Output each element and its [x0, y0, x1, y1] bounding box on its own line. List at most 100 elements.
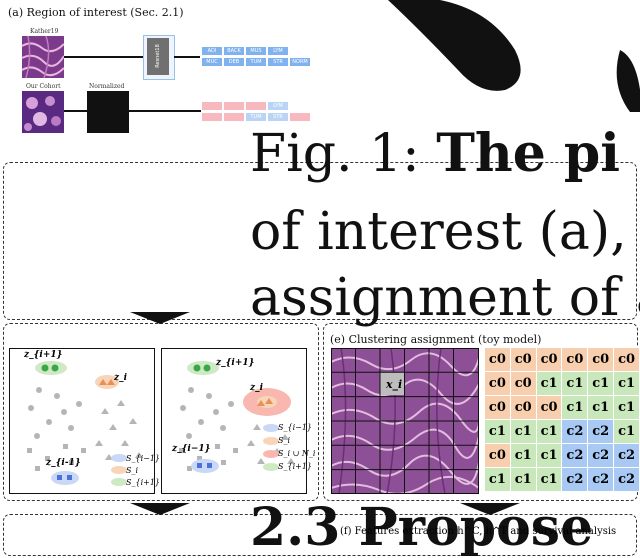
pred-row1-tag [202, 102, 222, 110]
pred-row2-tag [224, 113, 244, 121]
cluster-cell: c1 [509, 443, 537, 468]
overlay-line-2: of interest (a), [250, 202, 627, 262]
cluster-cell: c2 [613, 467, 640, 492]
cluster-cell: c2 [587, 443, 615, 468]
cluster-cell: c1 [484, 419, 511, 444]
cluster-cell: c0 [484, 395, 511, 420]
cluster-cell: c1 [613, 395, 640, 420]
pred-row1-tag [224, 102, 244, 110]
cohort-label: Our Cohort [26, 83, 61, 90]
right-legend-2: S_i [278, 436, 291, 445]
tags-row1-tag: ADI [202, 47, 222, 55]
kather-label: Kather19 [30, 28, 59, 35]
panel-b-frame [3, 162, 637, 320]
tags-row2-tag: STR [268, 58, 288, 66]
flow-arrow-down-2 [130, 503, 190, 515]
resnet18-block: Resnet18 [143, 35, 175, 80]
tags-row1-tag: LYM [268, 47, 288, 55]
section-heading: 2.3 Propose [250, 497, 594, 558]
cluster-cell: c0 [535, 347, 563, 372]
tissue-patch-grid [331, 348, 479, 494]
cluster-cell: c0 [509, 395, 537, 420]
pred-row2-tag: TUM [246, 113, 266, 121]
tags-row1-tag: BACK [224, 47, 244, 55]
panel-f-title: (f) Features extraction h^C, h^T and sur… [340, 526, 617, 537]
cluster-cell: c1 [587, 395, 615, 420]
cluster-cell: c0 [509, 371, 537, 396]
cluster-cell: c1 [535, 443, 563, 468]
pred-row2-tag [290, 113, 310, 121]
connector-line-1 [64, 56, 144, 58]
pred-row1-tag: LYM [268, 102, 288, 110]
cluster-cell: c2 [587, 419, 615, 444]
tags-row2-tag: DEB [224, 58, 244, 66]
left-label-zi+1: z_{i+1} [24, 350, 63, 360]
cluster-cell: c1 [484, 467, 511, 492]
cluster-cell: c2 [613, 443, 640, 468]
tags-row2-tag: MUC [202, 58, 222, 66]
panel-a-title: (a) Region of interest (Sec. 2.1) [8, 6, 184, 19]
cluster-cell: c1 [613, 371, 640, 396]
tags-row2-tag: TUM [246, 58, 266, 66]
panel-e-title: (e) Clustering assignment (toy model) [330, 333, 542, 346]
cluster-cell: c0 [509, 347, 537, 372]
overlay-line-3: assignment of a [250, 268, 640, 328]
cluster-cell: c1 [535, 371, 563, 396]
left-legend-3: S_{i+1} [126, 478, 161, 487]
right-legend-4: S_{i+1} [278, 462, 313, 471]
cluster-cell: c0 [484, 347, 511, 372]
cluster-cell: c1 [535, 467, 563, 492]
fig-title-bold: The pi [436, 123, 621, 184]
right-legend-1: S_{i−1} [278, 423, 313, 432]
left-label-zi-1: z_{i-1} [46, 458, 81, 468]
left-legend-1: S_{i−1} [126, 454, 161, 463]
cluster-cell: c1 [509, 419, 537, 444]
kather-tissue-image [22, 36, 64, 78]
cluster-cell: c0 [587, 347, 615, 372]
cluster-cell: c2 [561, 467, 589, 492]
fig-label: Fig. 1: [250, 124, 420, 184]
cluster-cell: c0 [561, 347, 589, 372]
pred-row1-tag [246, 102, 266, 110]
resnet18-label: Resnet18 [155, 44, 161, 68]
cluster-cell: c2 [587, 467, 615, 492]
left-label-zi: z_i [114, 373, 128, 383]
pred-row2-tag: STR [268, 113, 288, 121]
pred-row2-tag [202, 113, 222, 121]
cluster-cell: c2 [561, 419, 589, 444]
right-legend-3: S_i ∪ N_i [278, 449, 316, 458]
tags-row2-tag: NORM [290, 58, 310, 66]
connector-line-2 [174, 56, 200, 58]
flow-arrow-down-1 [130, 312, 190, 324]
cluster-cell: c0 [484, 443, 511, 468]
normalized-image [87, 91, 129, 133]
patch-label-xi: x_i [386, 378, 403, 391]
decorative-blob [388, 0, 640, 112]
cohort-tissue-image [22, 91, 64, 133]
left-legend-2: S_i [126, 466, 139, 475]
cluster-cell: c0 [484, 371, 511, 396]
cluster-cell: c1 [587, 371, 615, 396]
flow-arrow-down-3 [460, 503, 520, 515]
right-label-zi-1: z_{i−1} [172, 444, 211, 454]
cluster-cell: c1 [535, 419, 563, 444]
cluster-cell: c1 [561, 395, 589, 420]
tags-row1-tag: MUS [246, 47, 266, 55]
panel-d-left-plot [9, 348, 155, 494]
right-label-zi: z_i [250, 383, 264, 393]
connector-line-3 [64, 110, 88, 112]
cluster-cell: c0 [613, 347, 640, 372]
connector-line-4 [129, 110, 201, 112]
cluster-cell: c0 [535, 395, 563, 420]
overlay-line-1: Fig. 1: The pi [250, 128, 620, 181]
normalized-label: Normalized [89, 83, 125, 90]
cluster-cell: c1 [561, 371, 589, 396]
cluster-cell: c1 [613, 419, 640, 444]
